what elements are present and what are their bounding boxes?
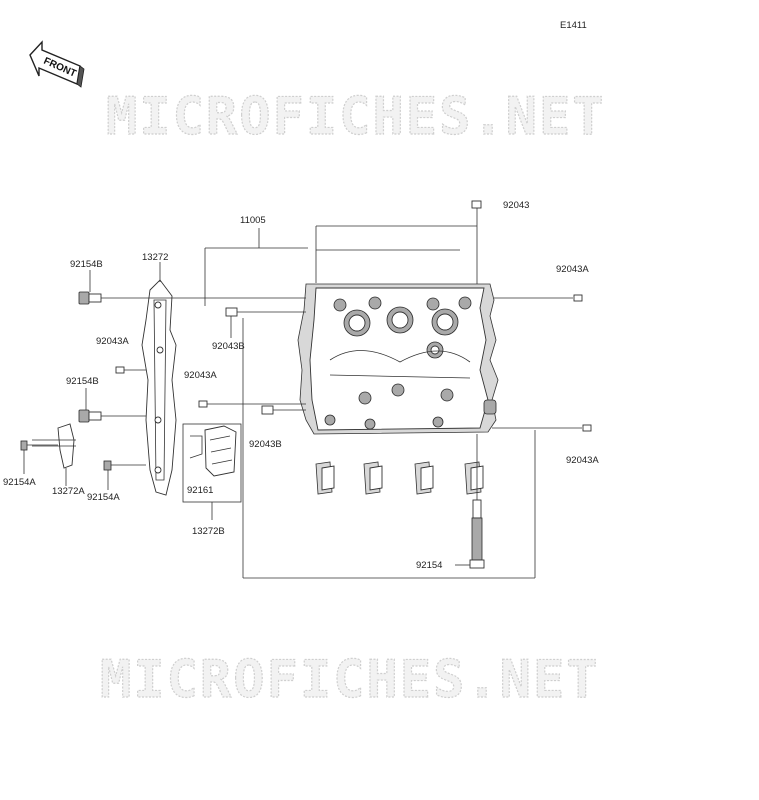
watermark-top: MICROFICHES.NET (106, 87, 606, 147)
dowel-92043a-right-bottom (492, 424, 592, 432)
bolt-92154a-mid (103, 460, 146, 490)
bolt-92154 (455, 434, 485, 569)
cover-plate-13272 (141, 262, 177, 496)
label-92043a-mid: 92043A (184, 370, 217, 381)
label-92154b-mid: 92154B (66, 376, 99, 387)
front-arrow-icon: FRONT (29, 40, 85, 88)
label-92154a-mid: 92154A (87, 492, 120, 503)
dowel-92043 (471, 200, 482, 209)
label-92043b-mid: 92043B (249, 439, 282, 450)
diagram-code: E1411 (560, 20, 587, 31)
label-92154a-left: 92154A (3, 477, 36, 488)
assembly-bracket-11005 (204, 208, 536, 579)
dowel-92043a-mid (198, 400, 306, 408)
label-92043a-right-bottom: 92043A (566, 455, 599, 466)
label-11005: 11005 (240, 215, 266, 226)
bracket-kit-13272b (182, 423, 242, 520)
bracket-13272a (32, 423, 76, 486)
dowel-92043b-top (225, 307, 306, 338)
label-92043a-left: 92043A (96, 336, 129, 347)
label-13272: 13272 (142, 252, 168, 263)
label-92043b-top: 92043B (212, 341, 245, 352)
bolt-92154b-mid (78, 388, 146, 423)
label-92161: 92161 (187, 485, 213, 496)
label-13272a: 13272A (52, 486, 85, 497)
watermark-bottom: MICROFICHES.NET (100, 650, 600, 710)
label-92154b-top: 92154B (70, 259, 103, 270)
dowel-92043a-right-top (494, 294, 583, 302)
label-92043a-right-top: 92043A (556, 264, 589, 275)
label-13272b: 13272B (192, 526, 225, 537)
dowel-92043a-left (115, 366, 146, 374)
bolt-92154a-left (20, 440, 58, 474)
bearing-inserts (315, 461, 484, 495)
dowel-92043b-mid (261, 405, 306, 415)
bolt-92154b-top (78, 270, 306, 305)
label-92154: 92154 (416, 560, 442, 571)
crankcase-block-11005 (297, 283, 499, 435)
label-92043: 92043 (503, 200, 529, 211)
